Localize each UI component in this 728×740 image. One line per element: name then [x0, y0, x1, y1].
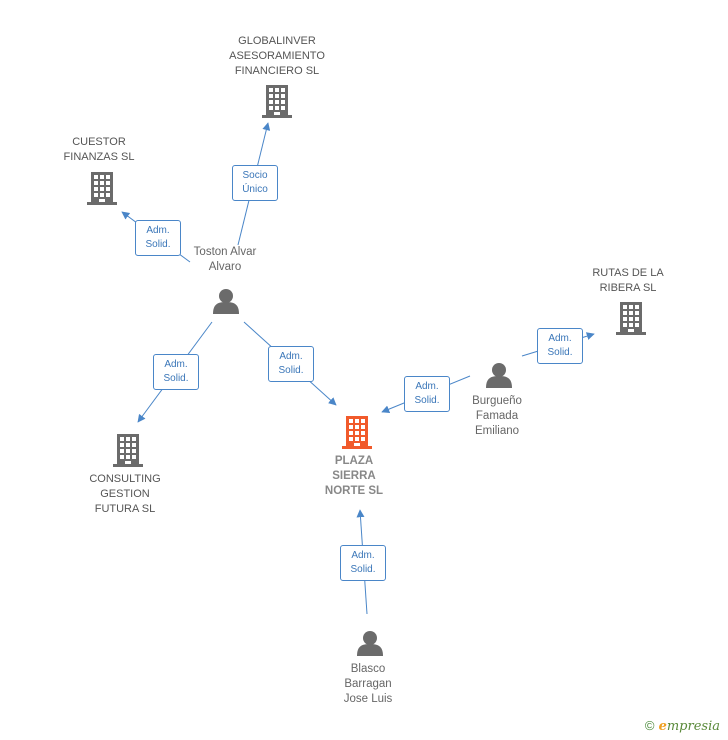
brand-initial: e: [658, 719, 667, 734]
node-label-cuestor[interactable]: CUESTOR FINANZAS SL: [63, 136, 135, 163]
building-icon-rutas: [616, 302, 646, 335]
node-label-plaza[interactable]: PLAZA SIERRA NORTE SL: [324, 455, 384, 497]
edge-label-adm-solid-cuestor: Adm. Solid.: [135, 220, 181, 256]
edge-label-adm-solid-plaza-toston: Adm. Solid.: [268, 346, 314, 382]
empresia-logo[interactable]: © empresia: [645, 718, 720, 734]
person-icon-burgueno: [486, 363, 512, 388]
building-icon-cuestor: [87, 172, 117, 205]
person-icon-blasco: [357, 631, 383, 656]
brand-name: mpresia: [666, 719, 720, 734]
node-label-globalinver[interactable]: GLOBALINVER ASESORAMIENTO FINANCIERO SL: [229, 35, 325, 77]
edge-label-adm-solid-blasco: Adm. Solid.: [340, 545, 386, 581]
edge-label-adm-solid-consulting: Adm. Solid.: [153, 354, 199, 390]
node-label-burgueno[interactable]: Burgueño Famada Emiliano: [472, 395, 522, 437]
node-label-rutas[interactable]: RUTAS DE LA RIBERA SL: [592, 267, 664, 294]
building-icon-plaza: [342, 416, 372, 449]
person-icon-toston: [213, 289, 239, 314]
building-icon-consulting: [113, 434, 143, 467]
node-label-toston[interactable]: Toston Alvar Alvaro: [193, 246, 257, 273]
node-label-blasco[interactable]: Blasco Barragan Jose Luis: [343, 663, 393, 705]
edge-label-adm-solid-plaza-burgueno: Adm. Solid.: [404, 376, 450, 412]
building-icon-globalinver: [262, 85, 292, 118]
node-label-consulting[interactable]: CONSULTING GESTION FUTURA SL: [89, 473, 161, 515]
edge-label-socio-unico: Socio Único: [232, 165, 278, 201]
copyright-symbol: ©: [644, 718, 655, 733]
edge-label-adm-solid-rutas: Adm. Solid.: [537, 328, 583, 364]
